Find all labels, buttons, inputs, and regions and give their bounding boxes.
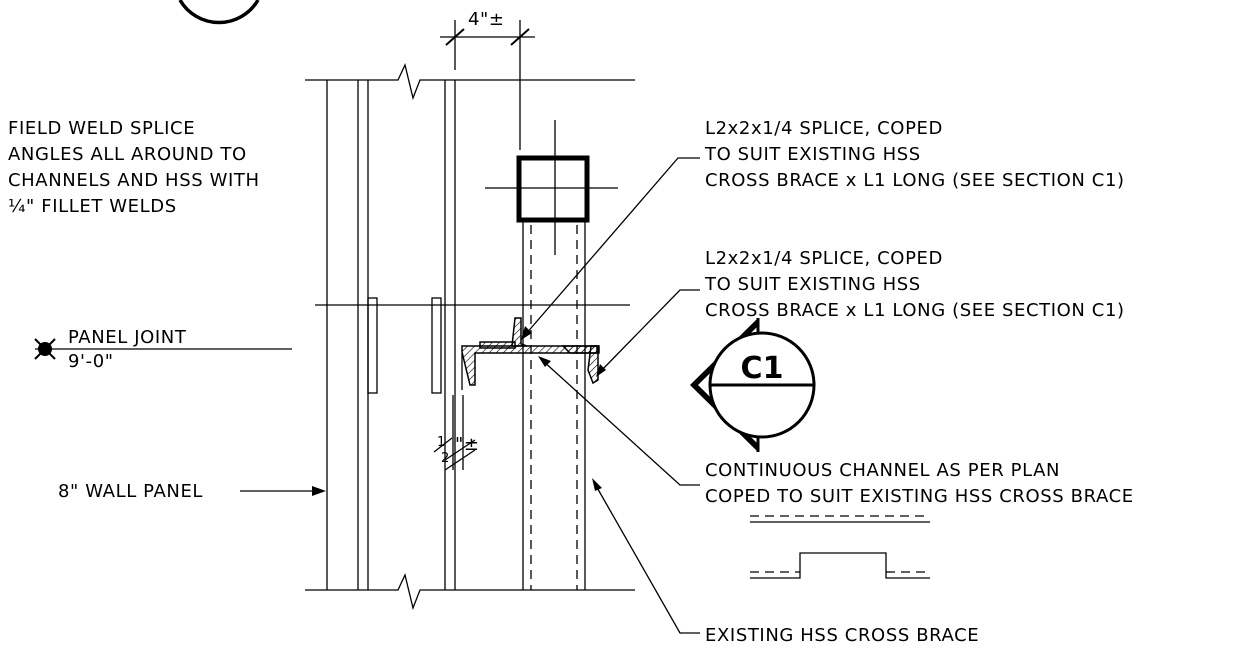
channel-note: CONTINUOUS CHANNEL AS PER PLAN COPED TO … xyxy=(538,356,1134,507)
splice-mid-line-3: CROSS BRACE x L1 LONG (SEE SECTION C1) xyxy=(705,300,1125,321)
wall-panel-label: 8" WALL PANEL xyxy=(58,481,203,502)
top-dimension: 4"± xyxy=(440,9,535,150)
channel-section xyxy=(461,317,600,390)
gap-dimension-denominator: 2 xyxy=(441,451,450,466)
splice-top-line-1: L2x2x1/4 SPLICE, COPED xyxy=(705,118,943,139)
splice-top-line-2: TO SUIT EXISTING HSS xyxy=(704,144,921,165)
splice-top-note: L2x2x1/4 SPLICE, COPED TO SUIT EXISTING … xyxy=(521,118,1125,340)
splice-top-line-3: CROSS BRACE x L1 LONG (SEE SECTION C1) xyxy=(705,170,1125,191)
field-weld-line-3: CHANNELS AND HSS WITH xyxy=(8,170,260,191)
field-weld-line-1: FIELD WELD SPLICE xyxy=(8,118,195,139)
channel-line-2: COPED TO SUIT EXISTING HSS CROSS BRACE xyxy=(705,486,1134,507)
panel-joint-label: PANEL JOINT xyxy=(68,327,187,348)
splice-mid-line-2: TO SUIT EXISTING HSS xyxy=(704,274,921,295)
channel-line-1: CONTINUOUS CHANNEL AS PER PLAN xyxy=(705,460,1060,481)
gap-dimension: 1 2 "± xyxy=(433,395,480,471)
hss-cross-brace xyxy=(485,120,618,590)
splice-mid-line-1: L2x2x1/4 SPLICE, COPED xyxy=(705,248,943,269)
gap-dimension-suffix: "± xyxy=(455,434,480,455)
wall-panel xyxy=(305,63,635,611)
wall-panel-note: 8" WALL PANEL xyxy=(58,481,326,502)
detail-bubble-partial xyxy=(178,0,260,25)
splice-mid-note: L2x2x1/4 SPLICE, COPED TO SUIT EXISTING … xyxy=(596,248,1125,377)
hss-label: EXISTING HSS CROSS BRACE xyxy=(705,625,979,646)
section-marker-id: C1 xyxy=(741,351,784,386)
field-weld-line-2: ANGLES ALL AROUND TO xyxy=(8,144,247,165)
gap-dimension-numerator: 1 xyxy=(437,435,446,450)
field-weld-note: FIELD WELD SPLICE ANGLES ALL AROUND TO C… xyxy=(8,118,260,217)
panel-joint-marker: PANEL JOINT 9'-0" xyxy=(34,327,292,372)
hss-note: EXISTING HSS CROSS BRACE xyxy=(592,478,979,646)
field-weld-line-4: ¼" FILLET WELDS xyxy=(8,196,177,217)
coped-channel-symbol xyxy=(750,515,930,579)
top-dimension-text: 4"± xyxy=(468,9,505,30)
panel-joint-elevation: 9'-0" xyxy=(68,351,114,372)
section-marker-c1: C1 xyxy=(690,318,816,452)
